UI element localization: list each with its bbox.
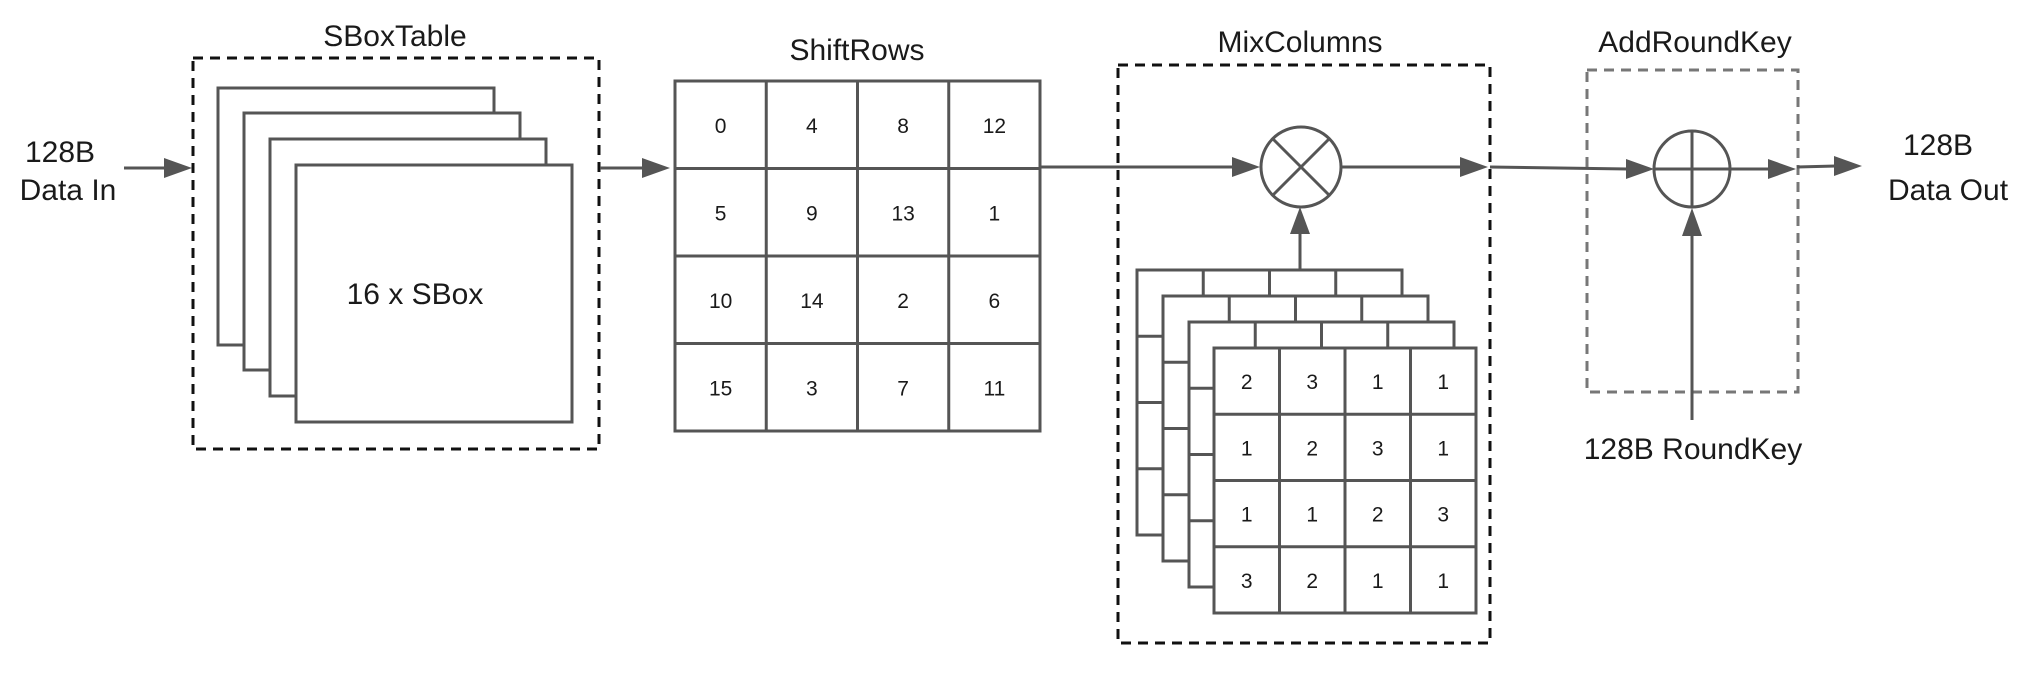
shiftrows-cell: 1 xyxy=(989,202,1001,225)
xor-operator-icon xyxy=(1652,129,1732,209)
shiftrows-cell: 0 xyxy=(715,115,727,138)
mixcolumns-title: MixColumns xyxy=(1217,26,1382,59)
mix-cell: 1 xyxy=(1437,437,1449,460)
input-label-text: Data In xyxy=(20,174,117,207)
shiftrows-cell: 13 xyxy=(891,202,914,225)
mix-cell: 1 xyxy=(1306,504,1318,527)
roundkey-arrow xyxy=(1682,208,1702,420)
mix-cell: 2 xyxy=(1372,504,1384,527)
shiftrows-cell: 3 xyxy=(806,377,818,400)
roundkey-label: 128B RoundKey xyxy=(1584,433,1803,466)
mix-cell: 1 xyxy=(1372,371,1384,394)
shiftrows-cell: 15 xyxy=(709,377,732,400)
mix-cell: 1 xyxy=(1437,570,1449,593)
sbox-to-shiftrows-arrow xyxy=(600,158,670,178)
xor-to-output-arrow xyxy=(1730,159,1796,179)
mix-output-arrow xyxy=(1341,157,1488,177)
shiftrows-cell: 2 xyxy=(897,290,909,313)
mix-cell: 3 xyxy=(1372,437,1384,460)
shiftrows-grid: 0 4 8 12 5 9 13 1 10 14 2 6 15 3 7 11 xyxy=(673,79,1042,433)
shiftrows-cell: 14 xyxy=(800,290,824,313)
shiftrows-cell: 10 xyxy=(709,290,732,313)
mix-cell: 1 xyxy=(1437,371,1449,394)
shiftrows-cell: 8 xyxy=(897,115,909,138)
shiftrows-cell: 12 xyxy=(983,115,1006,138)
mix-cell: 1 xyxy=(1372,570,1384,593)
shiftrows-title: ShiftRows xyxy=(789,34,924,67)
mix-to-addroundkey-arrow xyxy=(1489,159,1654,179)
multiply-operator-icon xyxy=(1259,125,1343,209)
shiftrows-cell: 11 xyxy=(983,377,1005,400)
shiftrows-cell: 9 xyxy=(806,202,818,225)
shiftrows-cell: 6 xyxy=(989,290,1001,313)
sbox-label: 16 x SBox xyxy=(347,278,484,311)
shiftrows-cell: 5 xyxy=(715,202,727,225)
mix-cell: 1 xyxy=(1241,504,1253,527)
mix-cell: 2 xyxy=(1306,437,1318,460)
shiftrows-to-mix-arrow xyxy=(1040,157,1260,177)
sbox-table-boundary xyxy=(191,56,601,451)
input-arrow xyxy=(124,158,192,178)
output-arrow xyxy=(1796,156,1862,176)
mix-cell: 3 xyxy=(1437,504,1449,527)
shiftrows-cell: 7 xyxy=(897,377,909,400)
mix-cell: 2 xyxy=(1241,371,1253,394)
mix-cell: 2 xyxy=(1306,570,1318,593)
sbox-layer xyxy=(294,163,574,424)
mix-cell: 3 xyxy=(1306,371,1318,394)
output-label-text: Data Out xyxy=(1888,174,2009,207)
matrix-to-multiply-arrow xyxy=(1290,207,1310,270)
mixcolumns-grid: 2 3 1 1 1 2 3 1 1 1 2 3 3 2 1 1 xyxy=(1212,346,1478,615)
mix-cell: 3 xyxy=(1241,570,1253,593)
shiftrows-cell: 4 xyxy=(806,115,818,138)
mixcolumns-matrix-stack: 2 3 1 1 1 2 3 1 1 1 2 3 3 2 1 1 xyxy=(1135,268,1478,615)
mix-cell: 1 xyxy=(1241,437,1253,460)
addroundkey-title: AddRoundKey xyxy=(1598,26,1791,59)
sbox-stack xyxy=(216,86,574,424)
sbox-table-title: SBoxTable xyxy=(323,20,466,53)
input-label-size: 128B xyxy=(25,136,95,169)
output-label-size: 128B xyxy=(1903,129,1973,162)
